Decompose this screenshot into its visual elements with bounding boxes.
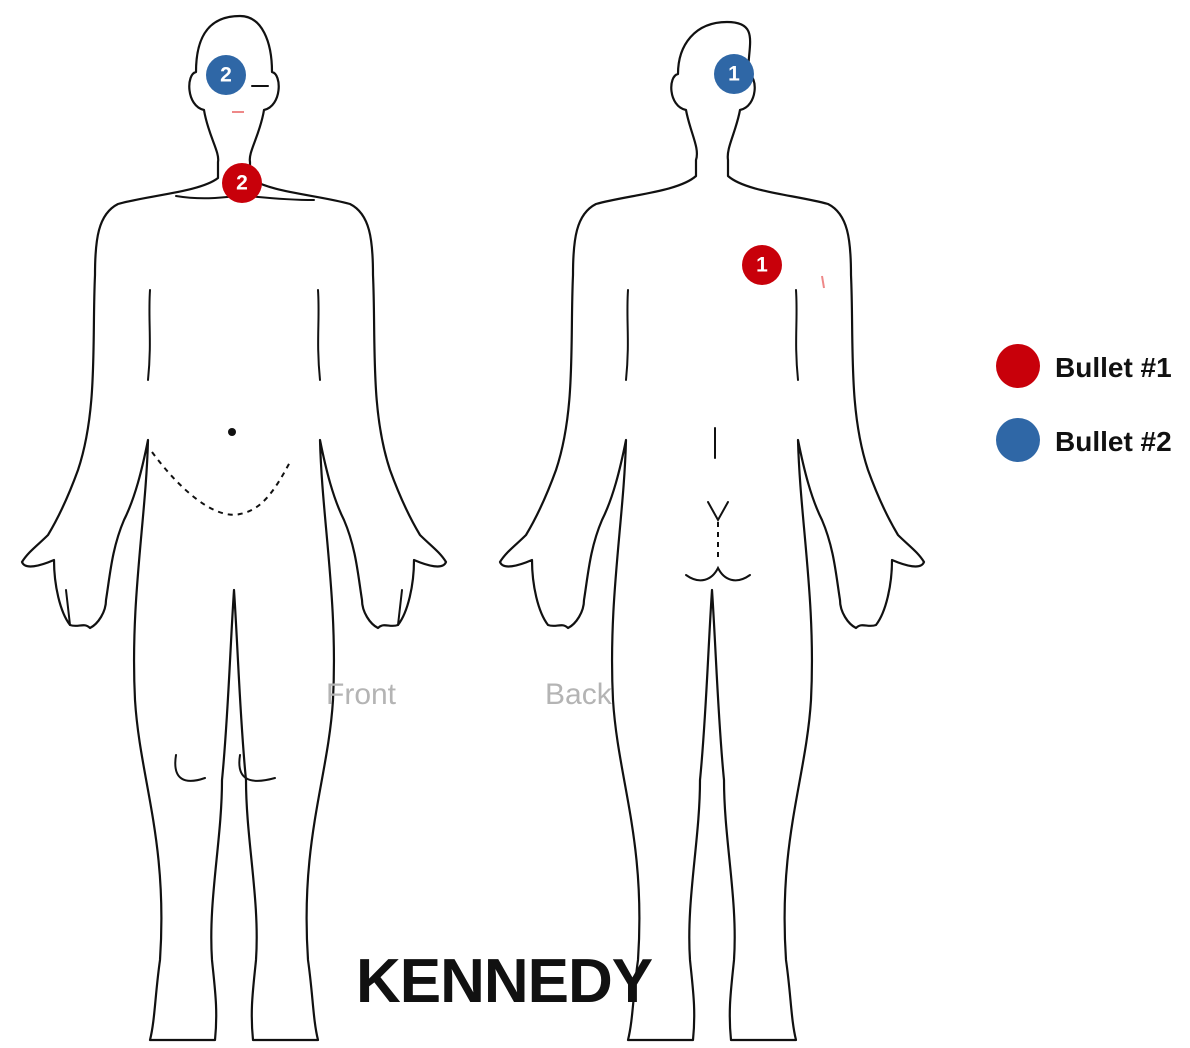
diagram-title: KENNEDY <box>356 947 653 1016</box>
wound-marker-back-upper-back: 1 <box>742 245 782 285</box>
wound-marker-number: 2 <box>236 172 248 195</box>
legend-label: Bullet #1 <box>1055 352 1172 383</box>
back-body-figure <box>500 22 924 1040</box>
wound-marker-number: 1 <box>728 63 740 86</box>
legend-item-bullet-2: Bullet #2 <box>996 418 1172 462</box>
legend: Bullet #1 Bullet #2 <box>996 344 1172 462</box>
wound-marker-front-head: 2 <box>206 55 246 95</box>
wound-marker-number: 1 <box>756 254 768 277</box>
legend-item-bullet-1: Bullet #1 <box>996 344 1172 388</box>
legend-swatch <box>996 344 1040 388</box>
front-view-label: Front <box>326 678 397 711</box>
wound-marker-back-head: 1 <box>714 54 754 94</box>
back-view-label: Back <box>545 678 613 711</box>
wound-marker-number: 2 <box>220 64 232 87</box>
wound-marker-front-throat: 2 <box>222 163 262 203</box>
legend-label: Bullet #2 <box>1055 426 1172 457</box>
legend-swatch <box>996 418 1040 462</box>
